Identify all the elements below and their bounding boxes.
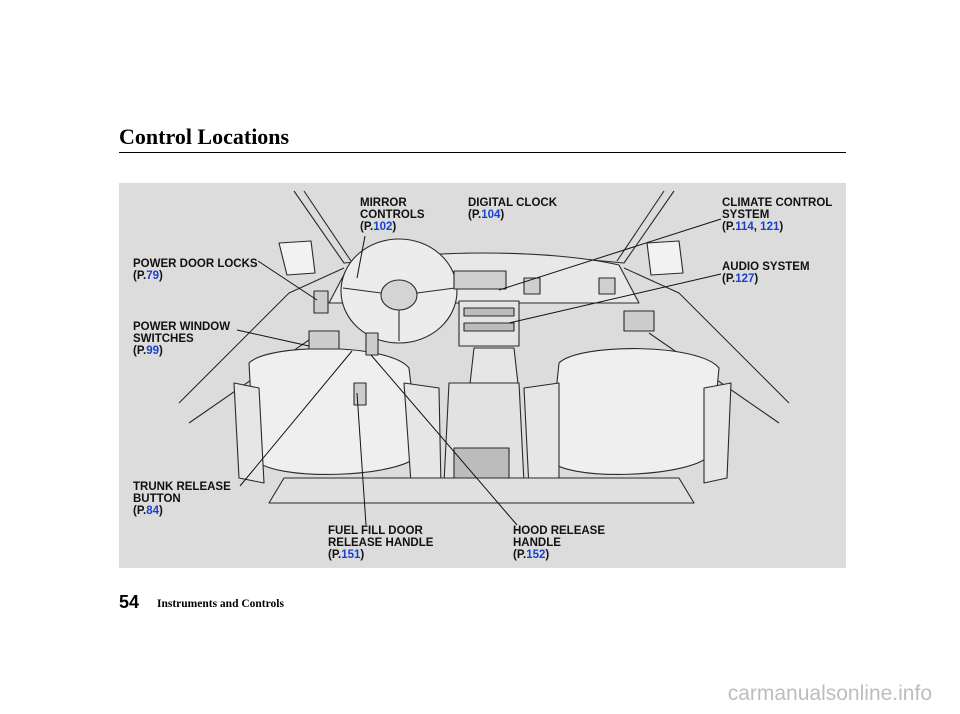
left-door-lock-switch: [313, 290, 329, 314]
page-link-104[interactable]: 104: [481, 209, 501, 221]
trunk-release-button: [353, 382, 367, 406]
page-link-79[interactable]: 79: [146, 270, 160, 282]
leader-climate-control: [498, 218, 722, 291]
leader-audio-system: [508, 273, 722, 324]
title-rule: [119, 152, 846, 153]
callout-audio-system: AUDIO SYSTEM (P.127): [722, 261, 810, 285]
page-reference: (P.104): [468, 209, 505, 221]
left-door-frame: [178, 267, 345, 404]
callout-line: HANDLE: [513, 537, 561, 549]
page-link-151[interactable]: 151: [341, 549, 361, 561]
callout-line: HOOD RELEASE: [513, 525, 606, 537]
callout-power-window: POWER WINDOW SWITCHES (P.99): [133, 321, 230, 357]
leader-power-window: [236, 329, 310, 347]
callout-line: RELEASE HANDLE: [328, 537, 434, 549]
page-reference: (P.84): [133, 505, 163, 517]
window-switch-panel: [308, 330, 340, 350]
leader-power-door-locks: [257, 260, 318, 301]
rear-area: [268, 477, 695, 504]
callout-line: POWER WINDOW: [133, 321, 231, 333]
callout-line: CONTROLS: [360, 209, 425, 221]
page-link-127[interactable]: 127: [735, 273, 755, 285]
page-number: 54: [119, 592, 140, 612]
page-link-152[interactable]: 152: [526, 549, 546, 561]
page-title: Control Locations: [119, 124, 290, 149]
page-reference: (P.152): [513, 549, 550, 561]
callout-line: SYSTEM: [722, 209, 770, 221]
page-reference: (P.79): [133, 270, 163, 282]
right-front-seat: [548, 348, 720, 475]
page-reference: (P.127): [722, 273, 759, 285]
page-reference: (P.114, 121): [722, 221, 784, 233]
page-reference: (P.151): [328, 549, 365, 561]
callout-line: DIGITAL CLOCK: [468, 197, 558, 209]
callout-fuel-fill-door: FUEL FILL DOOR RELEASE HANDLE (P.151): [328, 525, 433, 561]
leader-lines: [236, 218, 722, 526]
fuel-door-handle: [365, 332, 379, 356]
callout-climate-control: CLIMATE CONTROL SYSTEM (P.114, 121): [722, 197, 832, 233]
section-name: Instruments and Controls: [157, 598, 284, 610]
left-front-seat: [248, 348, 420, 475]
page-link-121[interactable]: 121: [760, 221, 780, 233]
callout-power-door-locks: POWER DOOR LOCKS (P.79): [133, 258, 258, 282]
callout-line: MIRROR: [360, 197, 407, 209]
callout-line: POWER DOOR LOCKS: [133, 258, 258, 270]
callout-mirror-controls: MIRROR CONTROLS (P.102): [360, 197, 425, 233]
callout-line: TRUNK RELEASE: [133, 481, 231, 493]
callout-line: SWITCHES: [133, 333, 194, 345]
left-mirror: [278, 240, 316, 276]
leader-fuel-fill-door: [356, 392, 367, 526]
leader-trunk-release: [239, 350, 353, 487]
leader-hood-release: [370, 354, 518, 526]
callout-line: FUEL FILL DOOR: [328, 525, 423, 537]
callout-line: CLIMATE CONTROL: [722, 197, 833, 209]
page-link-99[interactable]: 99: [146, 345, 160, 357]
callout-line: AUDIO SYSTEM: [722, 261, 810, 273]
clock-panel: [453, 270, 507, 290]
page-reference: (P.99): [133, 345, 163, 357]
callout-trunk-release: TRUNK RELEASE BUTTON (P.84): [133, 481, 231, 517]
right-door-frame: [623, 267, 790, 404]
page-link-84[interactable]: 84: [146, 505, 160, 517]
watermark: carmanualsonline.info: [727, 682, 932, 705]
leader-mirror-controls: [356, 235, 366, 279]
page-reference: (P.102): [360, 221, 397, 233]
interior-diagram: MIRROR CONTROLS (P.102) DIGITAL CLOCK (P…: [119, 183, 846, 568]
callout-line: BUTTON: [133, 493, 181, 505]
car-interior-illustration: [178, 190, 790, 526]
page-link-114[interactable]: 114: [735, 221, 754, 233]
callout-digital-clock: DIGITAL CLOCK (P.104): [468, 197, 557, 221]
callout-hood-release: HOOD RELEASE HANDLE (P.152): [513, 525, 605, 561]
page-link-102[interactable]: 102: [373, 221, 393, 233]
right-mirror: [646, 240, 684, 276]
